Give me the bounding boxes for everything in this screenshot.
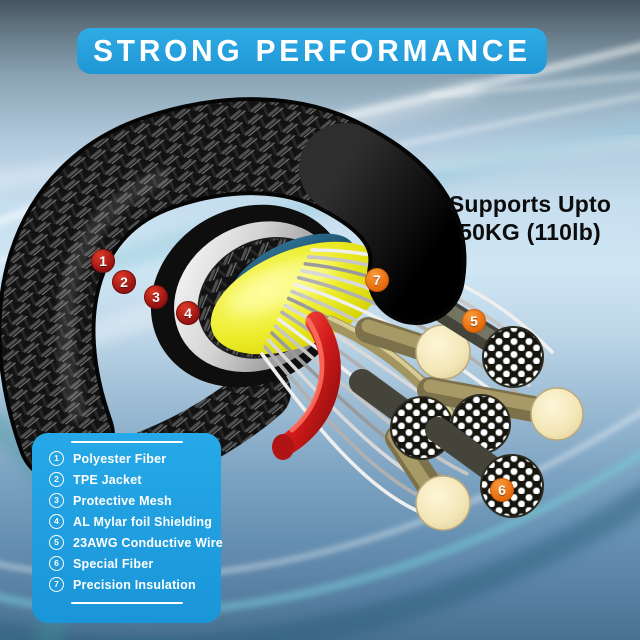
legend-item: 2 TPE Jacket [49, 469, 221, 490]
callout-badge-6: 6 [490, 478, 514, 502]
legend-item-number: 1 [49, 451, 64, 466]
legend-item-number: 3 [49, 493, 64, 508]
legend-item: 3 Protective Mesh [49, 490, 221, 511]
callout-number: 4 [184, 305, 192, 321]
legend-panel: 1 Polyester Fiber 2 TPE Jacket 3 Protect… [32, 433, 223, 623]
callout-badge-5: 5 [462, 309, 486, 333]
legend-item-number: 4 [49, 514, 64, 529]
legend-item-number: 5 [49, 535, 64, 550]
legend-item-label: Precision Insulation [73, 577, 196, 592]
red-wire [272, 311, 341, 460]
solid-wires [355, 317, 584, 531]
banner-title: STRONG PERFORMANCE [93, 33, 531, 68]
callout-badge-3: 3 [144, 285, 168, 309]
legend-item: 6 Special Fiber [49, 553, 221, 574]
callout-number: 1 [99, 253, 107, 269]
callout-number: 3 [152, 289, 160, 305]
braided-sleeve [0, 97, 467, 485]
callout-badge-4: 4 [176, 301, 200, 325]
cable [0, 97, 584, 531]
supports-caption: Supports Upto 50KG (110lb) [430, 190, 630, 246]
legend-item: 5 23AWG Conductive Wire [49, 532, 223, 553]
supports-line-2: 50KG (110lb) [459, 219, 601, 245]
supports-line-1: Supports Upto [448, 191, 612, 217]
legend-item: 4 AL Mylar foil Shielding [49, 511, 221, 532]
callout-number: 6 [498, 482, 506, 498]
callout-badge-2: 2 [112, 270, 136, 294]
legend-item-label: Special Fiber [73, 556, 154, 571]
legend-item: 1 Polyester Fiber [49, 448, 221, 469]
legend-item-label: AL Mylar foil Shielding [73, 514, 213, 529]
solid-wire [355, 317, 471, 380]
callout-number: 5 [470, 313, 478, 329]
legend-item-label: 23AWG Conductive Wire [73, 535, 223, 550]
legend-item-label: TPE Jacket [73, 472, 142, 487]
legend-top-rule [70, 441, 183, 443]
legend-list: 1 Polyester Fiber 2 TPE Jacket 3 Protect… [32, 448, 223, 595]
legend-bottom-rule [70, 602, 183, 604]
callout-number: 7 [373, 272, 381, 288]
legend-item-number: 2 [49, 472, 64, 487]
legend-item-number: 6 [49, 556, 64, 571]
callout-badge-1: 1 [91, 249, 115, 273]
legend-item-label: Protective Mesh [73, 493, 172, 508]
legend-item: 7 Precision Insulation [49, 574, 221, 595]
legend-item-label: Polyester Fiber [73, 451, 167, 466]
banner: STRONG PERFORMANCE [77, 28, 547, 74]
legend-item-number: 7 [49, 577, 64, 592]
callout-badge-7: 7 [365, 268, 389, 292]
callout-number: 2 [120, 274, 128, 290]
